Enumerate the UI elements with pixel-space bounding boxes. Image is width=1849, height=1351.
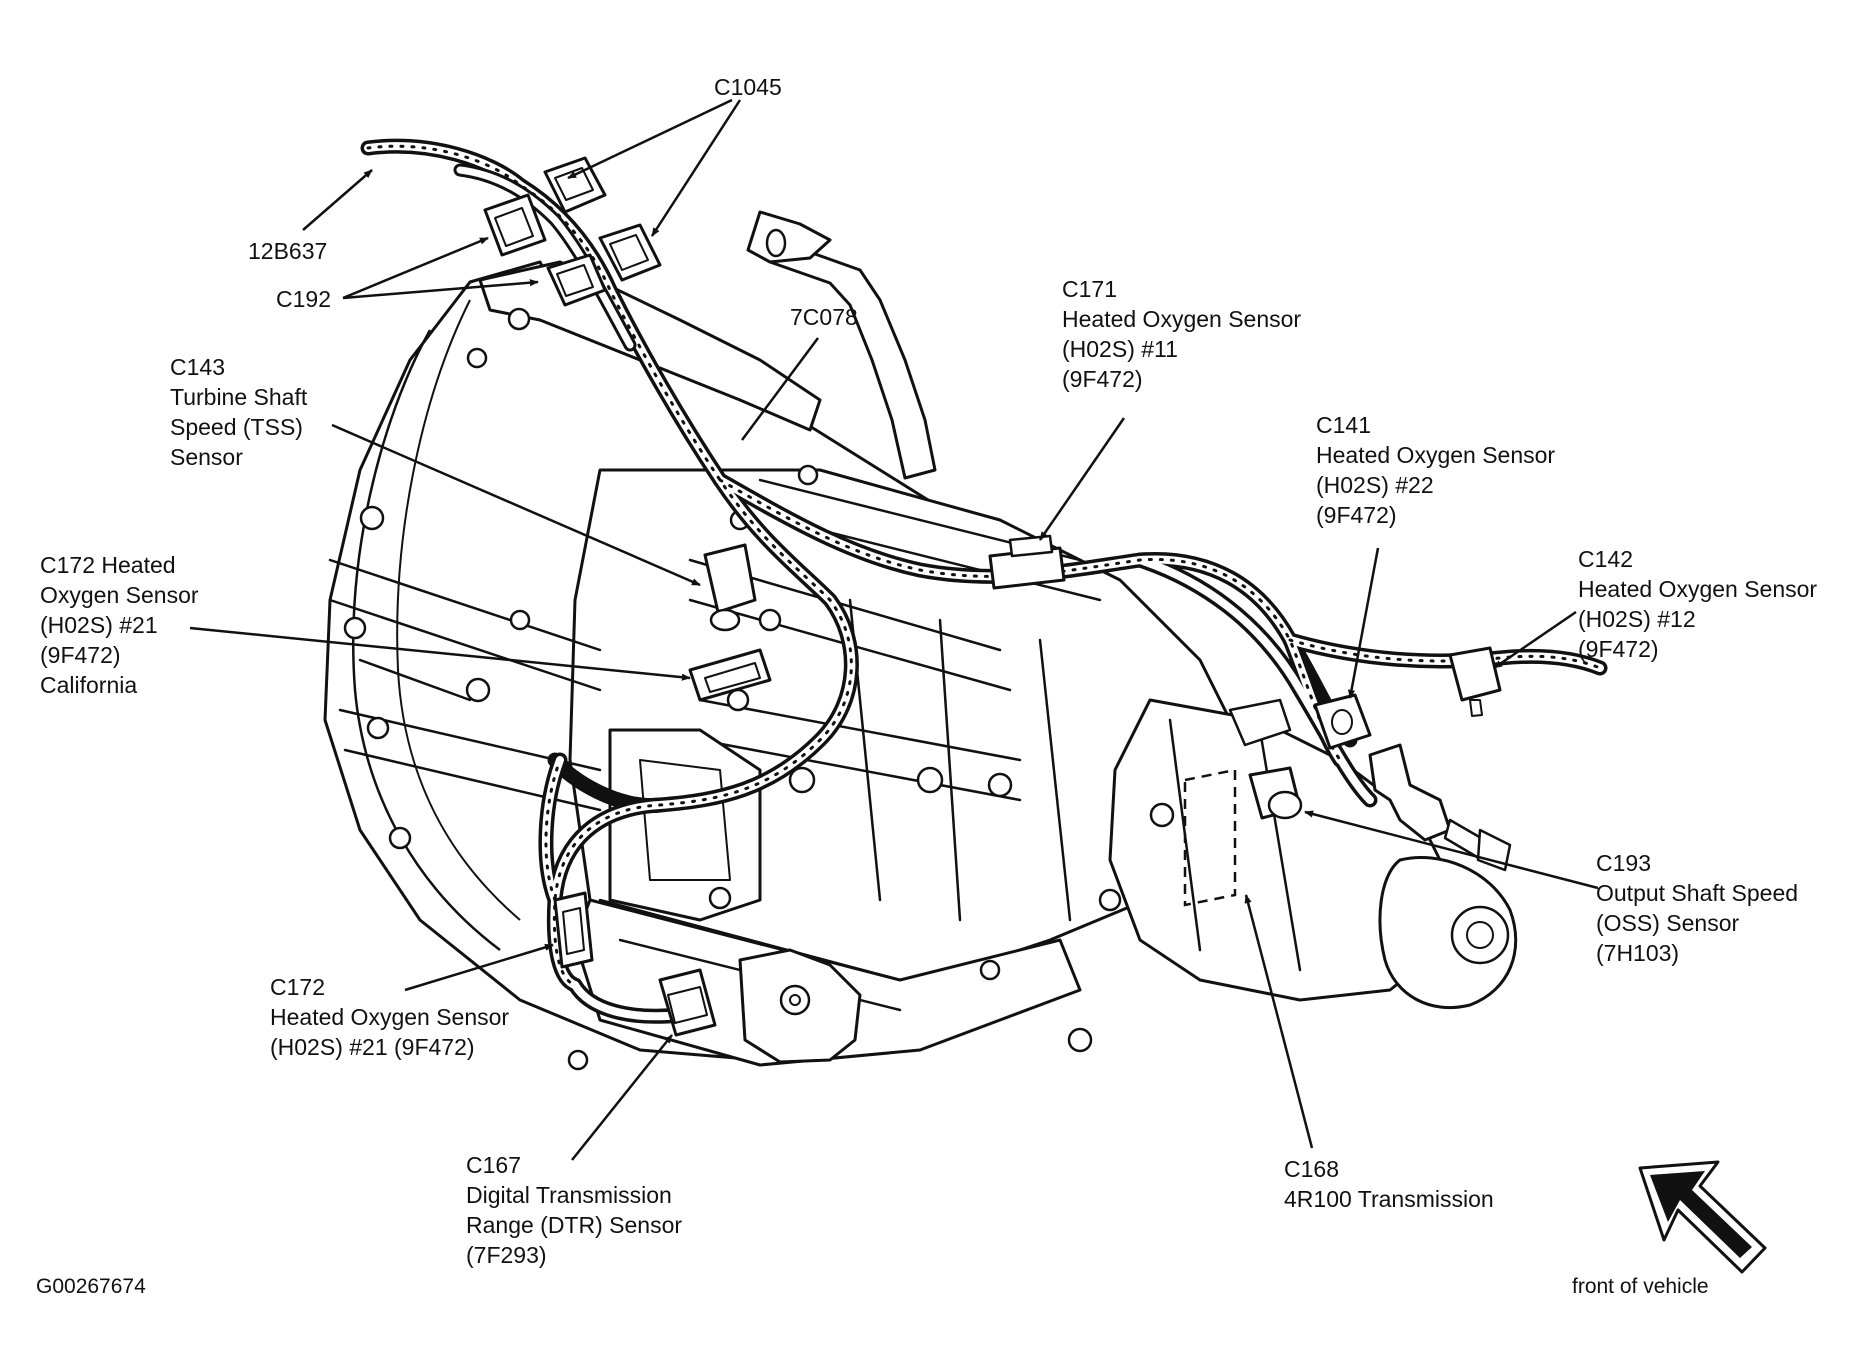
leader-c143: [331, 423, 701, 587]
connector-c172-california: [688, 648, 772, 702]
leader-c1045-b: [650, 99, 742, 237]
case-ribs: [328, 478, 1302, 1012]
leader-c1045-a: [567, 98, 733, 180]
leader-c172-california: [189, 626, 691, 681]
bell-inner-rim: [352, 329, 501, 951]
bell-inner-rim-2: [396, 299, 521, 921]
connector-c1045-a: [543, 156, 607, 214]
c168-dashed-connector: [1183, 768, 1237, 907]
dtr-sensor-body: [738, 948, 862, 1064]
label-c172: C172 Heated Oxygen Sensor (H02S) #21 (9F…: [270, 974, 510, 1060]
connector-c192-a: [483, 193, 547, 257]
leader-c172: [404, 943, 554, 992]
label-c192: C192: [276, 286, 331, 312]
connector-c141: [1313, 693, 1372, 750]
connector-c171: [988, 534, 1066, 590]
label-7c078: 7C078: [790, 304, 858, 330]
output-shaft-center: [1466, 921, 1494, 949]
leader-c192-b: [342, 279, 539, 300]
label-c168: C168 4R100 Transmission: [1284, 1156, 1494, 1212]
label-c171: C171 Heated Oxygen Sensor (H02S) #11 (9F…: [1062, 276, 1302, 392]
connectors: [483, 156, 1502, 1037]
connector-c193-oss: [1248, 766, 1303, 820]
label-c1045: C1045: [714, 74, 782, 100]
wiring-harness: [360, 138, 1608, 1024]
leader-c171: [1038, 417, 1126, 541]
connector-c142: [1448, 646, 1502, 717]
label-c142: C142 Heated Oxygen Sensor (H02S) #12 (9F…: [1578, 546, 1818, 662]
leader-c192-a: [342, 236, 489, 300]
leader-12b637: [302, 169, 373, 231]
leader-lines: [189, 98, 1599, 1161]
output-tail: [1378, 855, 1518, 1010]
dipstick-tube: [746, 210, 937, 480]
leader-c193: [1304, 810, 1599, 890]
label-c172-california: C172 Heated Oxygen Sensor (H02S) #21 (9F…: [40, 552, 199, 698]
label-12b637: 12B637: [248, 238, 328, 264]
leader-c142: [1493, 610, 1577, 670]
front-of-vehicle-arrow-icon: [1638, 1160, 1767, 1274]
leader-c167: [571, 1034, 673, 1161]
label-c141: C141 Heated Oxygen Sensor (H02S) #22 (9F…: [1316, 412, 1556, 528]
leader-7c078: [740, 337, 820, 441]
connector-c1045-b: [598, 223, 662, 282]
label-front-of-vehicle: front of vehicle: [1572, 1275, 1709, 1298]
connector-c143-tss: [703, 543, 757, 632]
connector-c167-dtr: [658, 968, 717, 1037]
leader-c168: [1244, 894, 1314, 1149]
label-c193: C193 Output Shaft Speed (OSS) Sensor (7H…: [1596, 850, 1799, 966]
connector-c192-b: [546, 253, 607, 307]
connector-c172: [553, 891, 594, 969]
label-c143: C143 Turbine Shaft Speed (TSS) Sensor: [170, 354, 308, 470]
label-c167: C167 Digital Transmission Range (DTR) Se…: [466, 1152, 683, 1268]
figure-id: G00267674: [36, 1275, 146, 1298]
mount-bracket: [608, 728, 762, 922]
leader-c141: [1347, 547, 1380, 699]
